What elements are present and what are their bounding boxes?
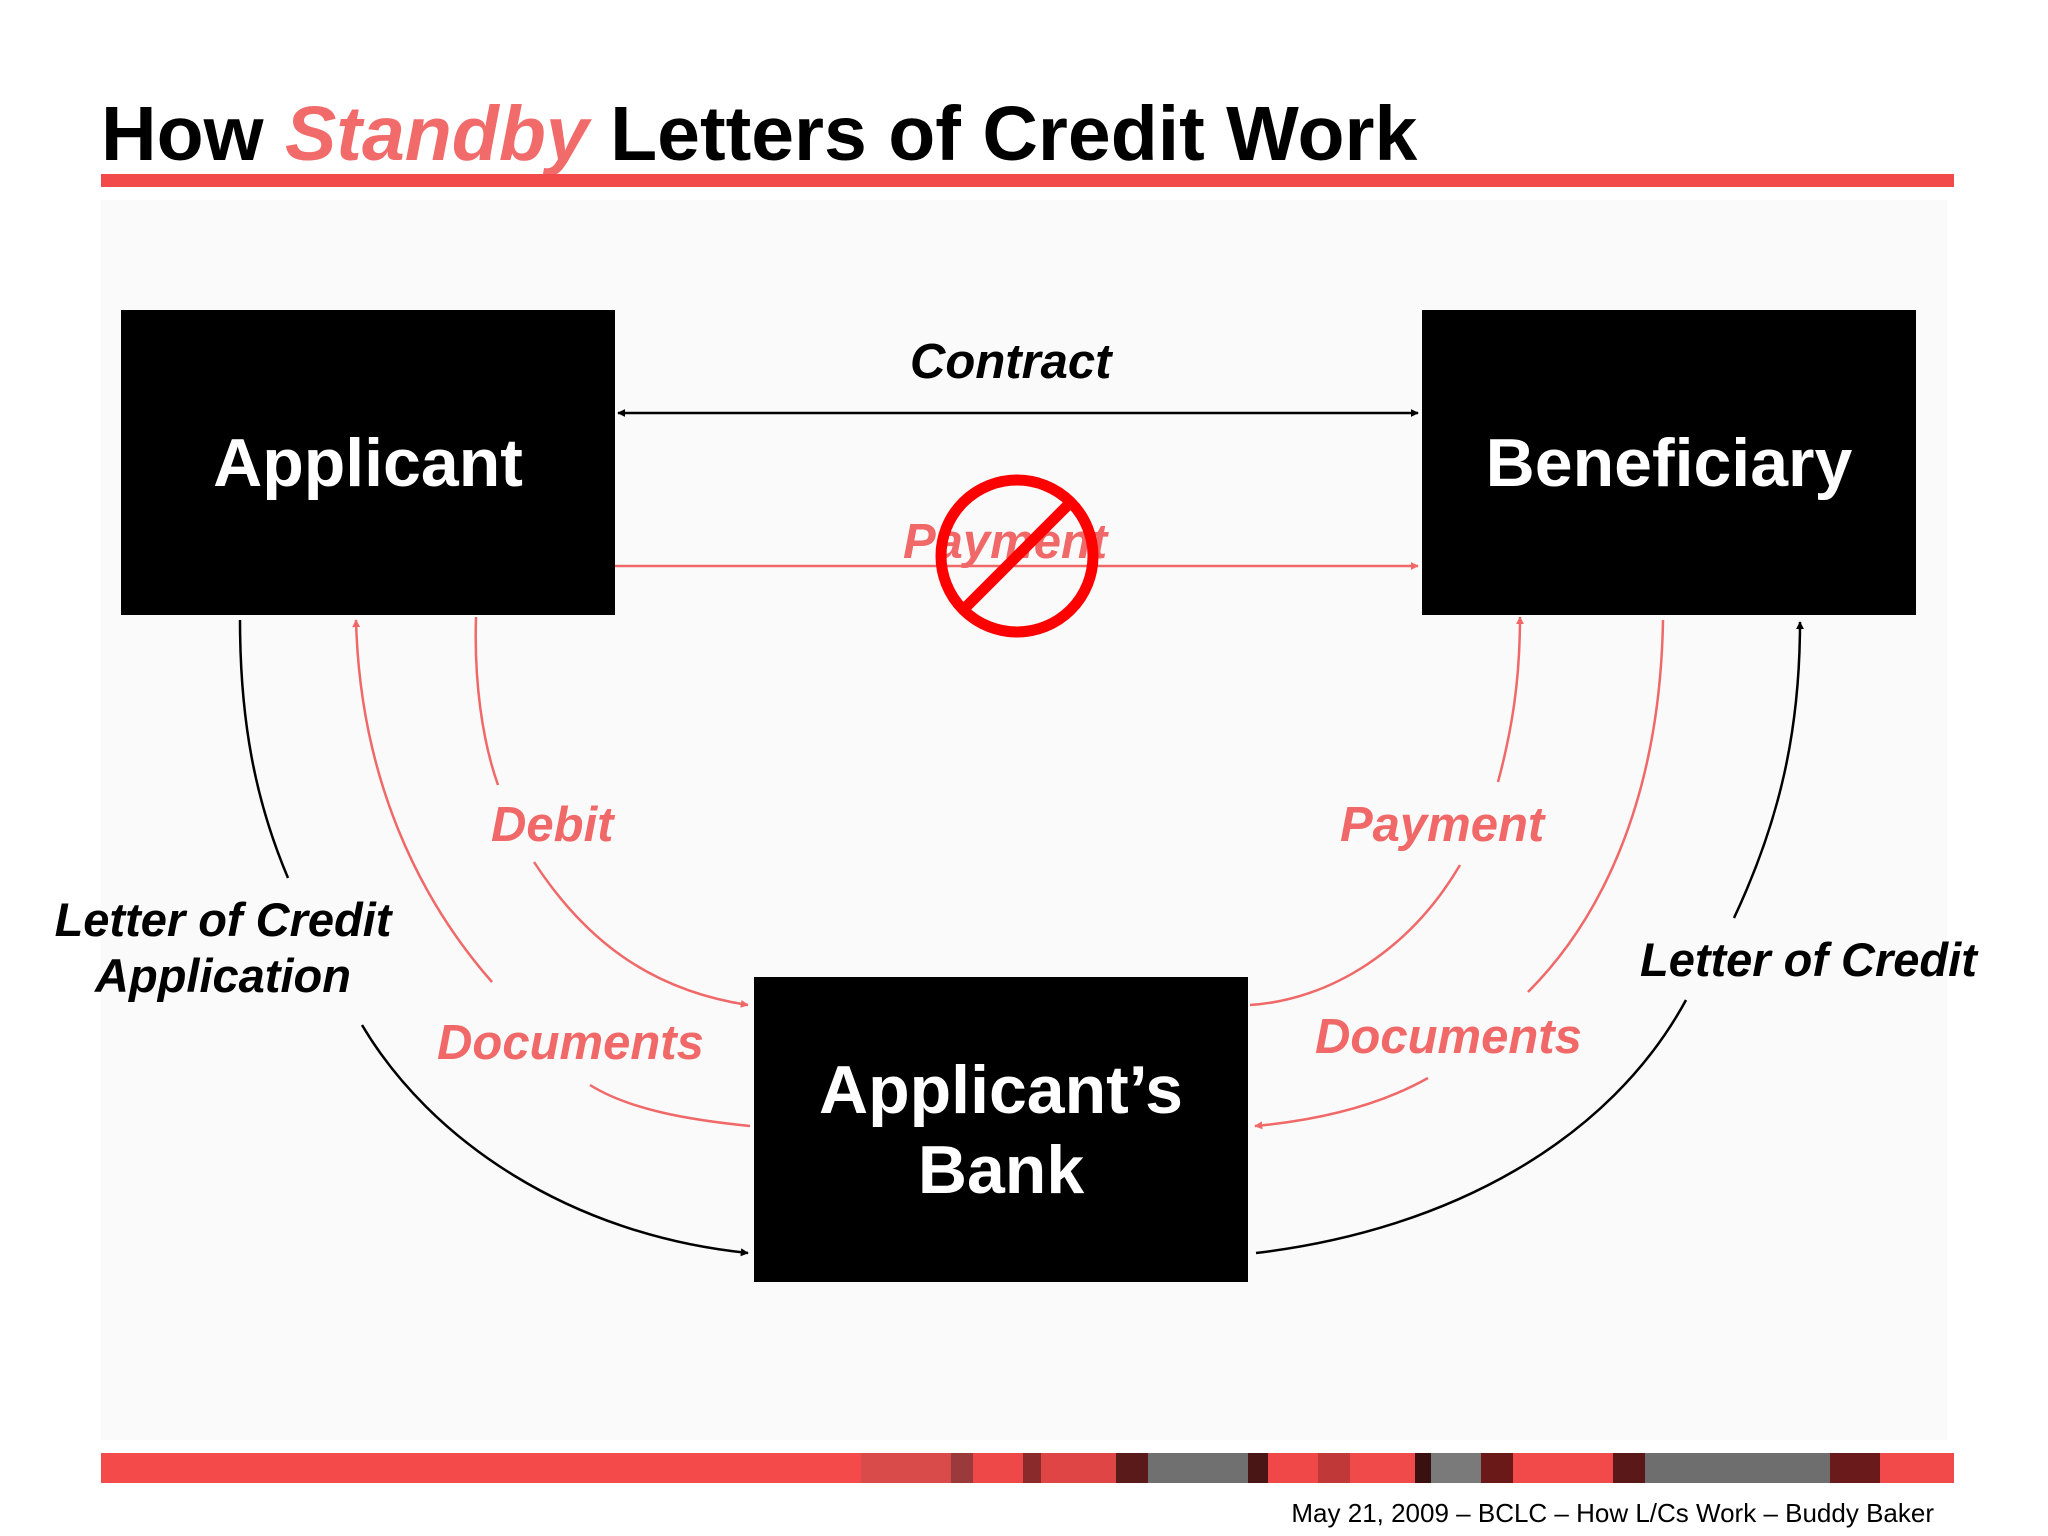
debit-label: Debit [491, 798, 614, 852]
lc-application-arrow-bottom [360, 1024, 749, 1257]
contract-label: Contract [910, 335, 1112, 389]
applicant-label: Applicant [213, 424, 523, 501]
beneficiary-box: Beneficiary [1422, 310, 1916, 615]
documents-left-arrow-bottom [589, 1083, 751, 1128]
lc-application-label: Letter of Credit Application [38, 892, 408, 1005]
debit-arrow-bottom [532, 861, 749, 1008]
payment-right-arrow-bottom [1249, 864, 1462, 1007]
letter-of-credit-arrow-top [1732, 621, 1804, 919]
bank-label-line2: Bank [917, 1131, 1085, 1208]
debit-arrow-top [474, 616, 500, 786]
letter-of-credit-label: Letter of Credit [1640, 933, 1977, 986]
title-suffix: Letters of Credit Work [588, 91, 1418, 177]
payment-right-arrow-top [1496, 616, 1524, 783]
documents-left-arrow-top [352, 619, 493, 983]
footer-color-bar [101, 1453, 1954, 1483]
prohibition-icon [935, 474, 1099, 638]
payment-right-label: Payment [1340, 798, 1545, 852]
lc-application-line2: Application [95, 949, 351, 1003]
footer-text: May 21, 2009 – BCLC – How L/Cs Work – Bu… [1291, 1498, 1934, 1528]
documents-right-label: Documents [1315, 1010, 1582, 1064]
lc-application-line1: Letter of Credit [54, 893, 392, 946]
applicant-box: Applicant [121, 310, 615, 615]
bank-label-line1: Applicant’s [819, 1051, 1183, 1128]
documents-right-arrow-top [1527, 619, 1665, 993]
documents-right-arrow-bottom [1254, 1076, 1429, 1130]
lc-application-arrow-top [238, 619, 290, 879]
applicants-bank-box: Applicant’s Bank [754, 977, 1248, 1282]
beneficiary-label: Beneficiary [1485, 424, 1853, 501]
letter-of-credit-arrow-bottom [1255, 999, 1688, 1255]
title-prefix: How [101, 91, 285, 177]
documents-left-label: Documents [437, 1016, 704, 1070]
page-title: How Standby Letters of Credit Work [101, 88, 1417, 180]
title-emphasis: Standby [284, 91, 589, 177]
title-underline [101, 174, 1954, 187]
